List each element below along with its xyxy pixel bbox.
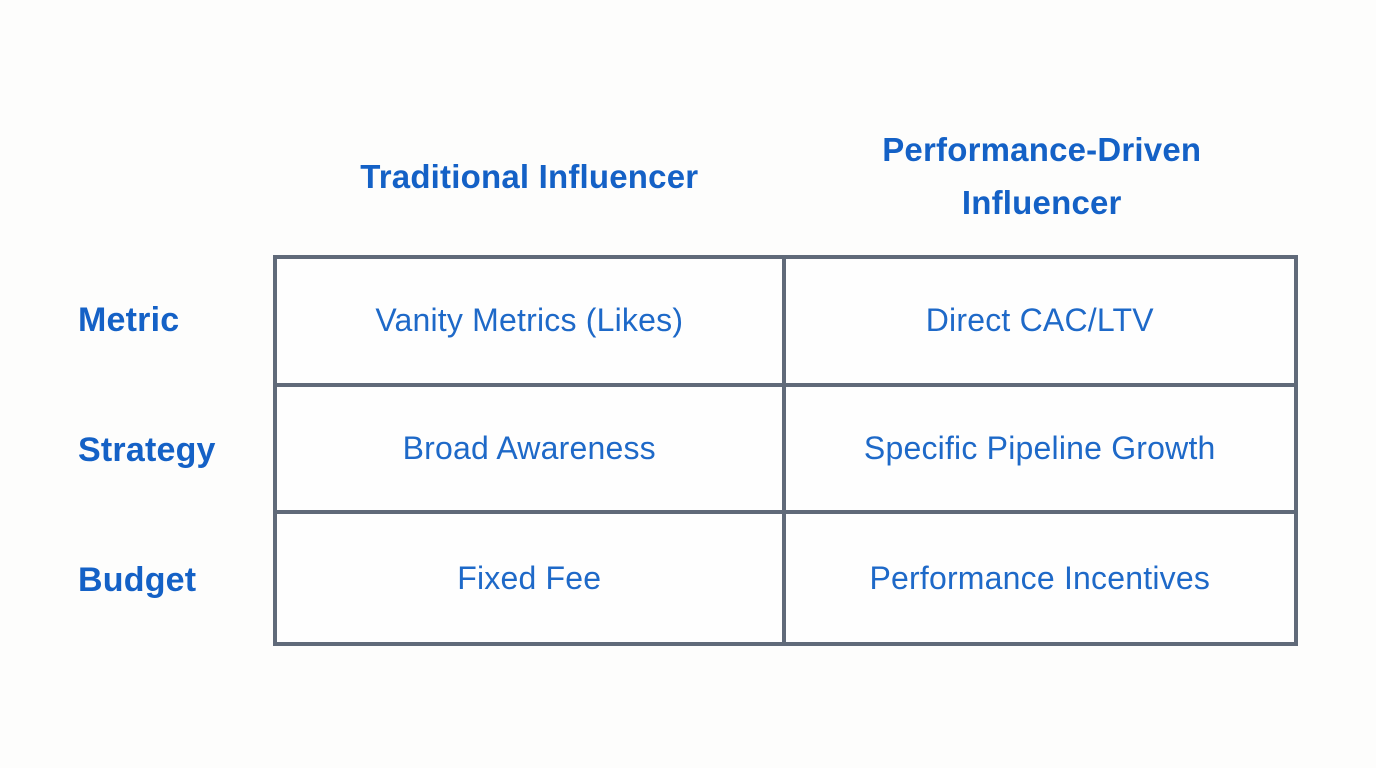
column-header-label: Performance-Driven Influencer: [882, 131, 1202, 221]
column-header-traditional-influencer: Traditional Influencer: [273, 112, 786, 240]
comparison-table: Vanity Metrics (Likes) Direct CAC/LTV Br…: [273, 255, 1298, 646]
row-headers: Metric Strategy Budget: [0, 255, 273, 646]
row-header-strategy: Strategy: [78, 430, 216, 469]
column-header-label: Traditional Influencer: [360, 157, 699, 195]
table-cell-budget-performance: Performance Incentives: [869, 559, 1211, 596]
table-cell-strategy-performance: Specific Pipeline Growth: [785, 387, 1294, 515]
column-headers: Traditional Influencer Performance-Drive…: [273, 112, 1298, 240]
table-cell-budget-traditional: Fixed Fee: [277, 514, 786, 642]
table-cell-strategy-traditional: Broad Awareness: [277, 386, 786, 515]
row-header-budget: Budget: [78, 561, 197, 600]
table-cell-metric-traditional: Vanity Metrics (Likes): [277, 259, 786, 387]
row-header-metric: Metric: [78, 300, 180, 339]
column-header-performance-driven-influencer: Performance-Driven Influencer: [786, 112, 1299, 240]
table-cell-metric-performance: Direct CAC/LTV: [785, 259, 1294, 387]
